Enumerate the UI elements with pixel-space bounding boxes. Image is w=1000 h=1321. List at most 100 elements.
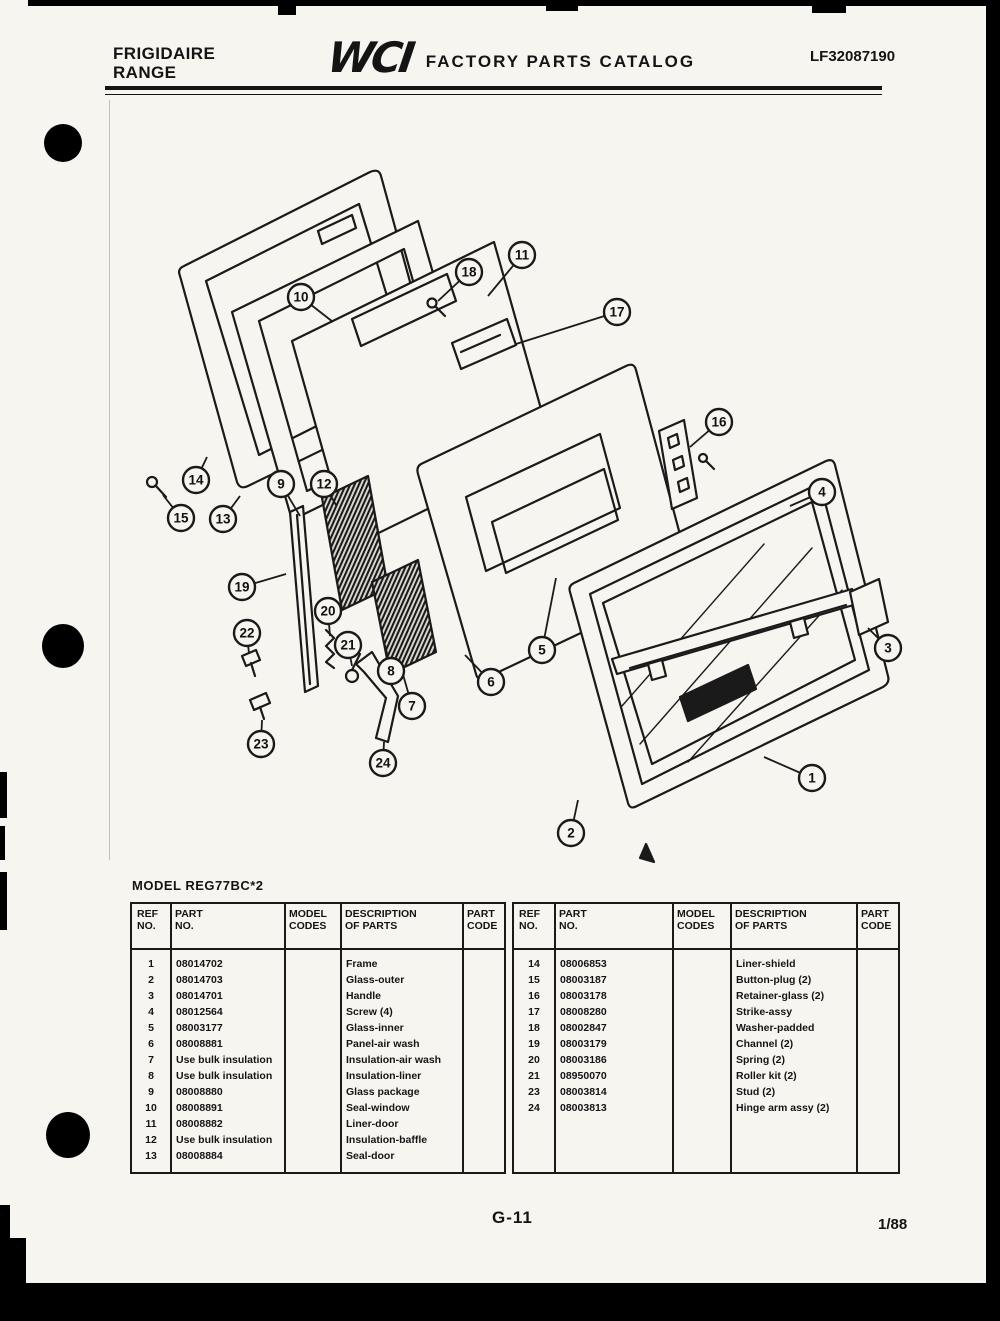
scan-artifact — [0, 872, 7, 930]
cell-ref: 24 — [528, 1102, 540, 1114]
cell-ref: 20 — [528, 1054, 540, 1066]
brand-line1: FRIGIDAIRE — [113, 44, 216, 63]
scan-artifact — [0, 772, 7, 818]
cell-desc: Roller kit (2) — [736, 1070, 797, 1082]
margin-line — [109, 100, 110, 860]
cell-part: 08002847 — [560, 1022, 607, 1034]
cell-part: 08003814 — [560, 1086, 607, 1098]
callout-1: 1 — [797, 763, 827, 793]
punch-hole — [46, 1112, 90, 1158]
cell-part: 08003813 — [560, 1102, 607, 1114]
cell-ref: 14 — [528, 958, 540, 970]
cell-model — [284, 988, 340, 1004]
callout-21: 21 — [333, 630, 363, 660]
wci-logo: WCI — [324, 33, 416, 82]
cell-desc: Strike-assy — [736, 1006, 793, 1018]
brand-name: FRIGIDAIRE RANGE — [113, 44, 215, 82]
col-header-model: MODEL CODES — [289, 908, 327, 932]
callout-leader-16 — [689, 421, 720, 448]
cell-model — [672, 988, 730, 1004]
table-divider — [462, 904, 464, 1172]
callout-leader-6 — [464, 654, 492, 683]
brand-line2: RANGE — [113, 63, 177, 82]
cell-desc: Insulation-air wash — [346, 1054, 442, 1066]
col-header-part: PART NO. — [559, 908, 587, 932]
table-divider — [284, 904, 286, 1172]
hinge-arm — [354, 650, 400, 744]
cell-desc: Washer-padded — [736, 1022, 815, 1034]
cell-model — [672, 1068, 730, 1084]
cell-code — [856, 956, 896, 972]
svg-text:16: 16 — [711, 415, 727, 430]
cell-code — [462, 1068, 502, 1084]
scan-artifact — [546, 0, 578, 11]
cell-part: Use bulk insulation — [176, 1134, 273, 1146]
callout-leader-14 — [195, 456, 208, 481]
svg-text:12: 12 — [316, 477, 331, 492]
cell-code — [856, 1036, 896, 1052]
callout-24: 24 — [368, 748, 398, 778]
svg-text:13: 13 — [215, 512, 231, 527]
callout-2: 2 — [556, 818, 586, 848]
svg-text:4: 4 — [818, 485, 826, 500]
svg-text:18: 18 — [461, 265, 477, 280]
cell-ref: 23 — [528, 1086, 540, 1098]
corner-screw — [145, 475, 168, 499]
scan-artifact — [278, 0, 296, 15]
cell-desc: Button-plug (2) — [736, 974, 812, 986]
cell-ref: 21 — [528, 1070, 540, 1082]
cell-part: 08003186 — [560, 1054, 607, 1066]
cell-model — [284, 1116, 340, 1132]
callout-leader-15 — [162, 494, 182, 519]
cell-part: 08006853 — [560, 958, 607, 970]
callout-leader-2 — [570, 799, 579, 834]
cell-code — [856, 1052, 896, 1068]
col-header-desc: DESCRIPTION OF PARTS — [345, 908, 417, 932]
callout-13: 13 — [208, 504, 238, 534]
header-rule — [105, 86, 882, 95]
callout-leader-1 — [763, 756, 813, 779]
cell-code — [462, 988, 502, 1004]
callout-7: 7 — [397, 691, 427, 721]
svg-text:5: 5 — [538, 643, 546, 658]
cell-part: 08003179 — [560, 1038, 607, 1050]
table-divider — [672, 904, 674, 1172]
svg-text:22: 22 — [239, 626, 254, 641]
cell-model — [284, 1148, 340, 1164]
cell-code — [856, 972, 896, 988]
cell-model — [284, 1020, 340, 1036]
cell-model — [284, 1132, 340, 1148]
channel-strip — [288, 504, 320, 694]
cell-part: 08008884 — [176, 1150, 223, 1162]
cell-model — [672, 1100, 730, 1116]
cell-part: 08008882 — [176, 1118, 223, 1130]
svg-text:10: 10 — [293, 290, 308, 305]
cell-part: 08012564 — [176, 1006, 223, 1018]
svg-text:14: 14 — [188, 473, 204, 488]
cell-desc: Panel-air wash — [346, 1038, 420, 1050]
callout-11: 11 — [507, 240, 537, 270]
catalog-title: FACTORY PARTS CATALOG — [425, 52, 696, 71]
cell-model — [284, 1084, 340, 1100]
cell-part: 08014701 — [176, 990, 223, 1002]
svg-text:11: 11 — [515, 248, 530, 263]
bottom-arrow — [638, 842, 656, 864]
callout-14: 14 — [181, 465, 211, 495]
cell-part: Use bulk insulation — [176, 1054, 273, 1066]
cell-model — [672, 1020, 730, 1036]
table-divider — [554, 904, 556, 1172]
svg-text:3: 3 — [884, 641, 892, 656]
callout-leader-10 — [300, 296, 334, 323]
door-liner-panel — [290, 240, 554, 549]
cell-part: Use bulk insulation — [176, 1070, 273, 1082]
cell-desc: Liner-shield — [736, 958, 796, 970]
cell-model — [284, 956, 340, 972]
scan-artifact-bottom-bar — [0, 1283, 1000, 1321]
door-outer-panel — [178, 169, 440, 489]
cell-model — [672, 972, 730, 988]
scan-artifact — [0, 1205, 10, 1241]
cell-ref: 3 — [148, 990, 154, 1002]
svg-text:23: 23 — [253, 737, 269, 752]
outer-door-glass — [568, 459, 890, 809]
